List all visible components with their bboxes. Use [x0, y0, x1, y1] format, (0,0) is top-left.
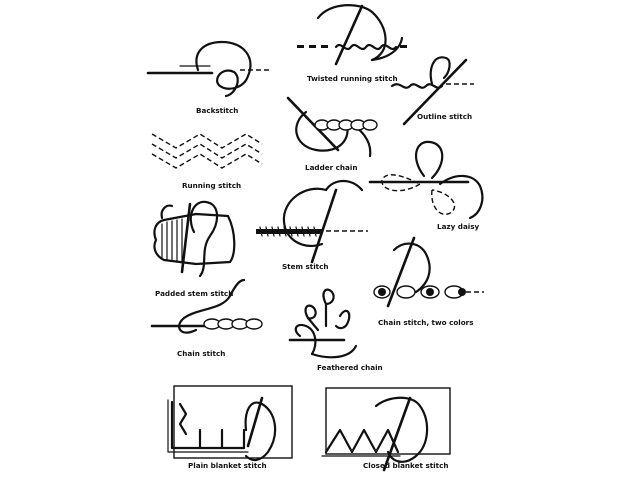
label-feathered-chain: Feathered chain [317, 363, 383, 372]
label-backstitch: Backstitch [196, 106, 238, 115]
label-padded-stem-stitch: Padded stem stitch [155, 289, 233, 298]
outline-stitch-illustration [390, 56, 474, 126]
label-plain-blanket-stitch: Plain blanket stitch [188, 461, 267, 470]
backstitch-illustration [146, 40, 272, 98]
label-outline-stitch: Outline stitch [417, 112, 472, 121]
label-running-stitch: Running stitch [182, 181, 241, 190]
running-stitch-illustration [151, 133, 263, 169]
stem-stitch-illustration [256, 179, 368, 264]
label-closed-blanket-stitch: Closed blanket stitch [363, 461, 448, 470]
label-lazy-daisy: Lazy daisy [437, 222, 480, 231]
twisted-running-stitch-illustration [297, 4, 407, 66]
closed-blanket-stitch-illustration [321, 387, 451, 472]
plain-blanket-stitch-illustration [167, 385, 293, 462]
label-ladder-chain: Ladder chain [305, 163, 357, 172]
label-stem-stitch: Stem stitch [282, 262, 328, 271]
chain-stitch-illustration [150, 278, 263, 334]
label-twisted-running-stitch: Twisted running stitch [307, 74, 398, 83]
padded-stem-stitch-illustration [153, 200, 236, 278]
lazy-daisy-illustration [368, 140, 484, 220]
ladder-chain-illustration [286, 96, 378, 158]
label-chain-stitch-two-colors: Chain stitch, two colors [378, 318, 474, 327]
feathered-chain-illustration [288, 288, 358, 359]
chain-stitch-two-colors-illustration [373, 236, 484, 308]
label-chain-stitch: Chain stitch [177, 349, 225, 358]
